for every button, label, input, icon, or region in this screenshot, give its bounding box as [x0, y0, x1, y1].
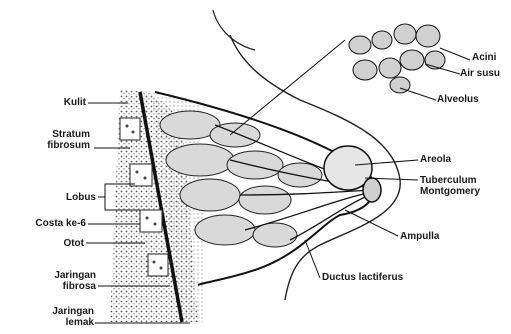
label-tuberculum-line1: Tuberculum [420, 175, 476, 186]
label-otot: Otot [30, 238, 84, 249]
label-kulit: Kulit [36, 97, 86, 108]
label-alveolus: Alveolus [437, 94, 479, 105]
label-stratum-line1: Stratum [16, 129, 90, 140]
label-tuberculum-line2: Montgomery [420, 186, 480, 197]
label-acini: Acini [472, 52, 496, 63]
label-areola: Areola [420, 154, 451, 165]
label-ampulla: Ampulla [400, 231, 439, 242]
nipple-shape [363, 178, 381, 202]
label-jaringan-fibrosa-line1: Jaringan [16, 270, 96, 281]
label-jaringan-lemak-line2: lemak [16, 317, 94, 328]
label-stratum-line2: fibrosum [16, 140, 90, 151]
label-jaringan-fibrosa-line2: fibrosa [16, 281, 96, 292]
label-lobus: Lobus [26, 192, 96, 203]
label-jaringan-lemak-line1: Jaringan [16, 306, 94, 317]
label-ductus: Ductus lactiferus [322, 272, 403, 283]
label-costa: Costa ke-6 [2, 218, 86, 229]
alveoli-cluster [349, 24, 445, 93]
label-air-susu: Air susu [460, 68, 500, 79]
